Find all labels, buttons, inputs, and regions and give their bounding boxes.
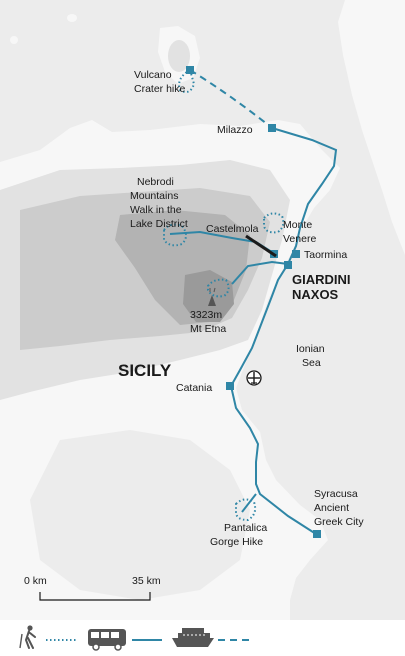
label-monte-1: Monte — [283, 219, 312, 231]
airport-icon — [246, 370, 262, 386]
bus-route — [229, 127, 338, 535]
label-ionian-2: Sea — [302, 357, 321, 369]
label-syracusa-1: Syracusa — [314, 488, 358, 500]
label-ionian-1: Ionian — [296, 343, 325, 355]
stop-vulcano — [186, 66, 194, 74]
stop-taormina — [292, 250, 300, 258]
walk-loop-nebrodi — [163, 223, 187, 247]
label-sicily: SICILY — [118, 361, 172, 380]
label-syracusa-2: Ancient — [314, 502, 349, 514]
ferry-icon — [172, 628, 214, 647]
bus-route-pantalica-branch — [241, 493, 257, 513]
southern-relief — [30, 430, 250, 600]
label-catania: Catania — [176, 382, 212, 394]
islet — [10, 36, 18, 44]
hiker-icon — [19, 625, 36, 649]
stop-giardini-naxos — [284, 261, 292, 269]
scale-left-label: 0 km — [24, 575, 47, 587]
label-milazzo: Milazzo — [217, 124, 253, 136]
label-nebrodi-2: Mountains — [130, 190, 178, 202]
scale-right-label: 35 km — [132, 575, 161, 587]
walk-loop-vulcano — [178, 68, 196, 93]
label-vulcano-1: Vulcano — [134, 69, 172, 81]
label-taormina: Taormina — [304, 249, 347, 261]
label-nebrodi-3: Walk in the — [130, 204, 182, 216]
label-nebrodi-4: Lake District — [130, 218, 188, 230]
label-syracusa-3: Greek City — [314, 516, 364, 528]
label-etna-2: Mt Etna — [190, 323, 226, 335]
islet-2 — [67, 14, 77, 22]
volcano-icon — [208, 287, 216, 306]
ferry-route — [189, 69, 273, 129]
monte-venere-pointer — [245, 234, 277, 258]
stop-syracusa — [313, 530, 321, 538]
stop-milazzo — [268, 124, 276, 132]
label-giardini-1: GIARDINI — [292, 272, 351, 287]
label-giardini-2: NAXOS — [292, 287, 339, 302]
bus-icon — [88, 629, 126, 651]
etna-summit-relief — [183, 270, 234, 322]
label-monte-2: Venere — [283, 233, 316, 245]
scale-bar: 0 km 35 km — [24, 575, 161, 601]
label-vulcano-2: Crater hike — [134, 83, 186, 95]
vulcano-relief — [168, 40, 190, 72]
label-nebrodi-1: Nebrodi — [137, 176, 174, 188]
walk-loop-castelmola — [263, 212, 285, 234]
bus-route-etna-branch — [231, 260, 289, 285]
label-pantalica-1: Pantalica — [224, 522, 267, 534]
stop-catania — [226, 382, 234, 390]
label-etna-1: 3323m — [190, 309, 222, 321]
label-pantalica-2: Gorge Hike — [210, 536, 263, 548]
label-castelmola: Castelmola — [206, 223, 259, 235]
calabria-mainland — [338, 0, 405, 255]
